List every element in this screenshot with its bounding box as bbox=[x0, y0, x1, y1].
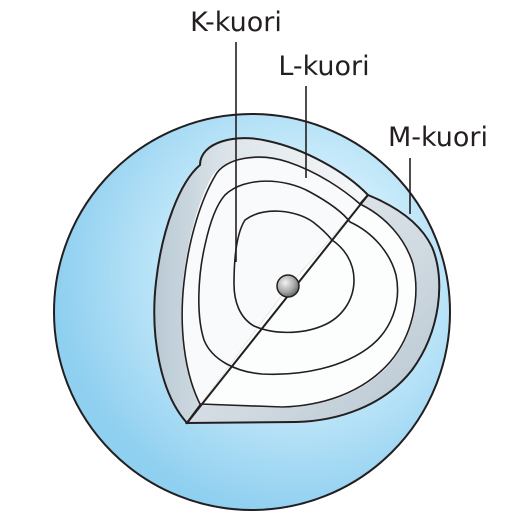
k-shell-label: K-kuori bbox=[190, 7, 282, 38]
m-shell-label: M-kuori bbox=[388, 122, 488, 153]
nucleus bbox=[277, 275, 299, 297]
l-shell-label: L-kuori bbox=[278, 51, 369, 82]
